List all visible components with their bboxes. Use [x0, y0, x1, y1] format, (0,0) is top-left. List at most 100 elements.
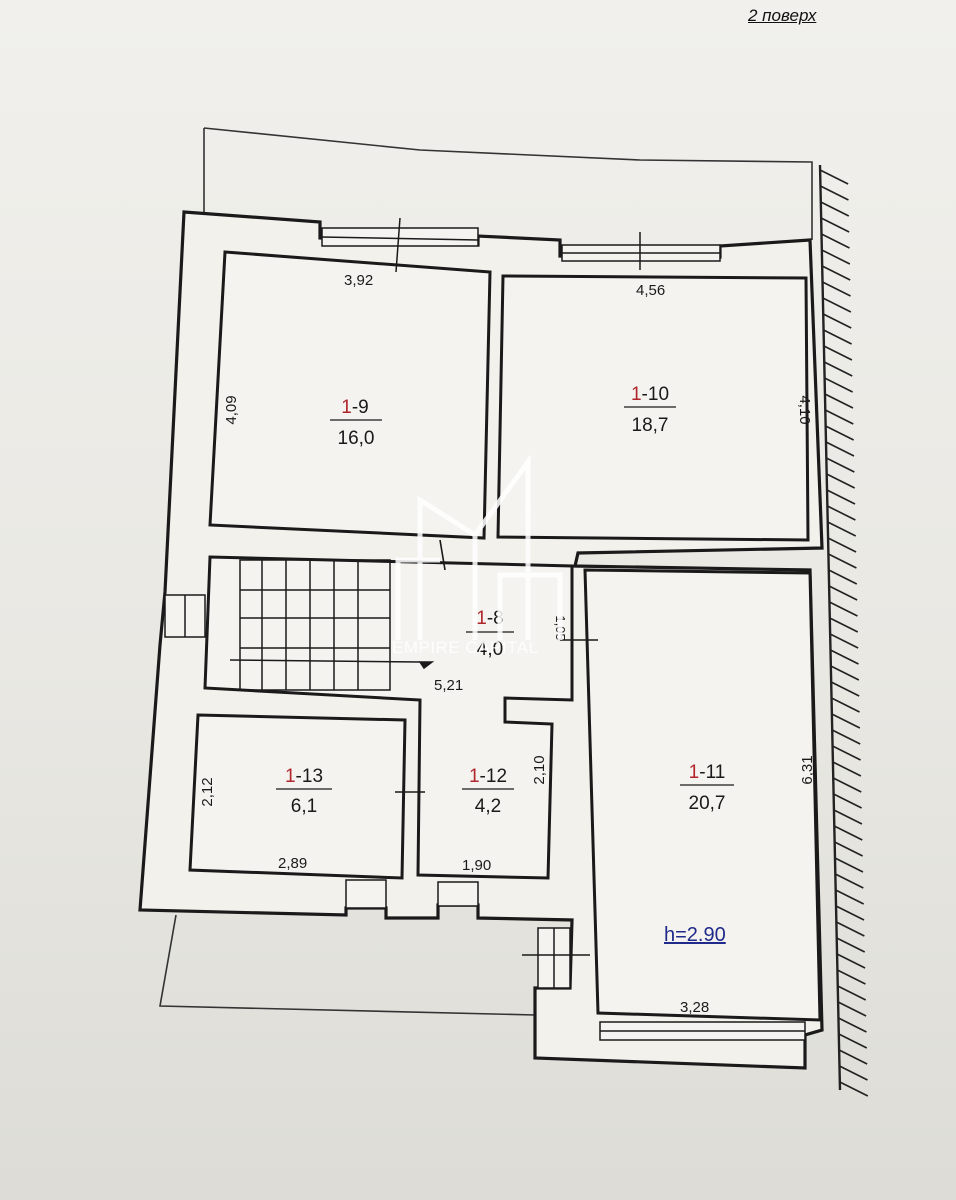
room-1-9-code: -9	[352, 397, 369, 418]
dim-r10-height: 4,10	[796, 395, 813, 424]
hatch-stroke	[838, 1017, 867, 1033]
room-1-11-prefix: 1	[689, 762, 700, 783]
hatch-stroke	[836, 921, 865, 937]
room-1-10-prefix: 1	[631, 384, 642, 405]
staircase	[229, 559, 435, 691]
hatch-stroke	[821, 249, 851, 265]
room-1-9-prefix: 1	[341, 397, 352, 418]
svg-text:1-12: 1-12	[469, 766, 507, 787]
hatch-stroke	[833, 809, 863, 825]
watermark-text: EMPIRE CAPITAL	[392, 638, 539, 657]
hatch-stroke	[836, 953, 866, 969]
room-1-13-label: 1-13 6,1	[276, 766, 332, 817]
hatch-stroke	[822, 297, 852, 313]
hatch-stroke	[833, 825, 863, 841]
hatch-stroke	[822, 281, 851, 297]
room-1-12-area: 4,2	[475, 796, 501, 817]
hatch-stroke	[839, 1081, 869, 1097]
balcony-outline	[159, 127, 813, 1016]
svg-text:1-10: 1-10	[631, 384, 669, 405]
hatch-stroke	[820, 201, 850, 217]
hatch-stroke	[830, 665, 860, 681]
dim-r13-width: 2,89	[278, 855, 307, 872]
hatch-stroke	[830, 649, 859, 665]
hatch-stroke	[826, 489, 856, 505]
room-1-12-label: 1-12 4,2	[462, 766, 514, 817]
hatch-stroke	[834, 841, 863, 857]
adjacent-wall-hatching	[818, 164, 869, 1097]
hatch-stroke	[823, 345, 853, 361]
floor-title: 2 поверх	[748, 6, 817, 25]
windows	[164, 217, 806, 1041]
room-1-8-prefix: 1	[476, 608, 487, 629]
hatch-stroke	[819, 169, 849, 185]
hatch-stroke	[823, 329, 852, 345]
hatch-stroke	[825, 425, 855, 441]
room-1-11-area: 20,7	[689, 793, 726, 814]
hatch-stroke	[838, 1049, 868, 1065]
hatch-stroke	[837, 985, 867, 1001]
room-1-9-floor	[208, 250, 492, 540]
hatch-stroke	[830, 681, 860, 697]
hatch-stroke	[834, 873, 864, 889]
hatch-stroke	[829, 633, 859, 649]
hatch-stroke	[823, 361, 853, 377]
room-1-10-code: -10	[642, 384, 669, 405]
hatch-stroke	[832, 745, 861, 761]
hatch-stroke	[827, 505, 856, 521]
hatch-stroke	[821, 233, 850, 249]
room-interiors	[188, 250, 822, 1022]
room-1-12-prefix: 1	[469, 766, 480, 787]
hatch-stroke	[820, 217, 850, 233]
hatch-stroke	[824, 393, 854, 409]
room-1-10-area: 18,7	[632, 415, 669, 436]
room-1-9-area: 16,0	[338, 428, 375, 449]
hatch-stroke	[820, 185, 849, 201]
dim-r11-width: 3,28	[680, 999, 709, 1016]
room-1-10-label: 1-10 18,7	[624, 384, 676, 436]
hatch-stroke	[822, 313, 852, 329]
hatch-stroke	[833, 793, 862, 809]
hatch-stroke	[829, 601, 858, 617]
room-1-13-area: 6,1	[291, 796, 317, 817]
dim-r12-width: 1,90	[462, 857, 491, 874]
hatch-stroke	[824, 377, 853, 393]
room-1-13-floor	[188, 713, 407, 880]
hatch-stroke	[837, 1001, 867, 1017]
room-1-10-floor	[496, 274, 810, 542]
hatch-stroke	[824, 409, 854, 425]
hatch-stroke	[836, 937, 866, 953]
dim-r9-width: 3,92	[344, 272, 373, 289]
hatch-stroke	[832, 761, 862, 777]
room-1-8-floor	[203, 555, 574, 880]
hatch-stroke	[835, 905, 865, 921]
hatch-stroke	[828, 553, 857, 569]
hatch-stroke	[837, 969, 866, 985]
hatch-stroke	[825, 441, 855, 457]
watermark-logo-icon	[395, 454, 563, 640]
door-marks	[395, 539, 598, 956]
ceiling-height-label: h=2.90	[664, 924, 726, 946]
hatch-stroke	[838, 1033, 868, 1049]
hatch-stroke	[821, 265, 851, 281]
room-1-13-prefix: 1	[285, 766, 296, 787]
hatch-stroke	[829, 617, 859, 633]
hatch-stroke	[827, 521, 857, 537]
room-1-11-label: 1-11 20,7	[680, 762, 734, 814]
dim-r12-height: 2,10	[531, 755, 548, 784]
hatch-stroke	[835, 889, 865, 905]
room-1-11-floor	[583, 568, 822, 1022]
dim-r11-height: 6,31	[799, 755, 816, 784]
room-1-13-code: -13	[296, 766, 323, 787]
hatch-stroke	[825, 457, 855, 473]
room-1-12-code: -12	[480, 766, 507, 787]
hatch-stroke	[827, 537, 857, 553]
hatch-stroke	[828, 585, 858, 601]
svg-text:1-9: 1-9	[341, 397, 368, 418]
dim-hall-width: 5,21	[434, 677, 463, 694]
hatch-stroke	[834, 857, 864, 873]
svg-text:1-13: 1-13	[285, 766, 323, 787]
room-1-8-area: 4,0	[477, 639, 503, 660]
